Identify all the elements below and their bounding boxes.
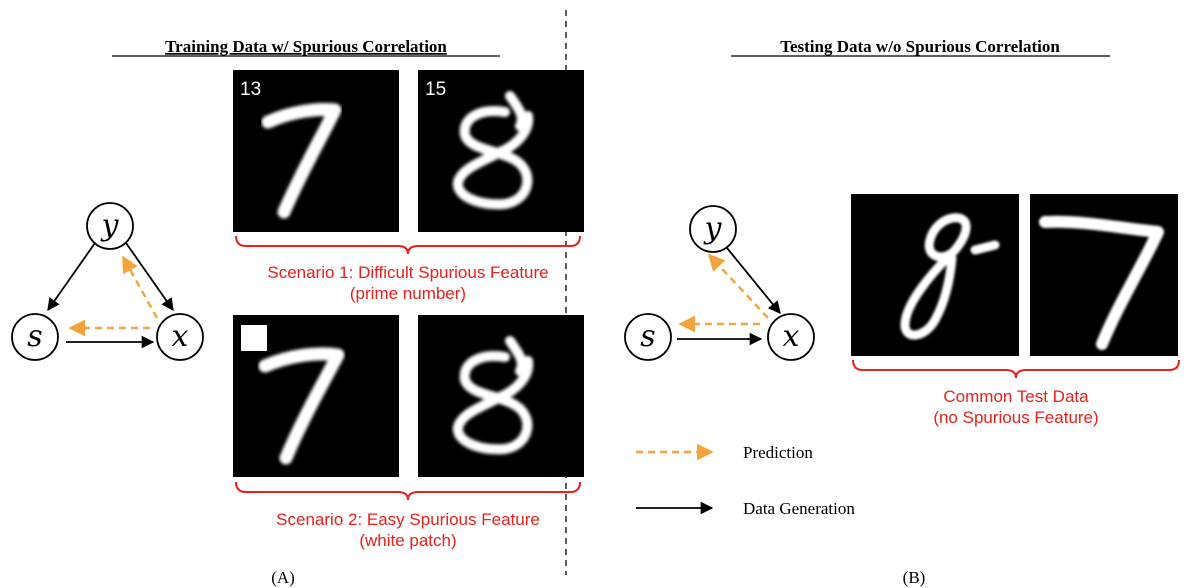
- scenario1-caption-line1: Scenario 1: Difficult Spurious Feature: [267, 263, 548, 282]
- test-caption-line1: Common Test Data: [943, 387, 1089, 406]
- scenario2-caption-line2: (white patch): [359, 531, 456, 550]
- scenario1-image-eight: 15: [418, 70, 584, 232]
- node-s-b: [624, 313, 672, 361]
- scenario1-image-seven: 13: [233, 70, 399, 232]
- edge-y-to-x: [125, 242, 174, 312]
- test-image-eight: [851, 194, 1019, 356]
- panel-b-heading: Testing Data w/o Spurious Correlation: [780, 37, 1060, 56]
- legend-prediction-label: Prediction: [743, 443, 813, 462]
- panel-b-label: (B): [903, 568, 926, 587]
- scenario2-caption-line1: Scenario 2: Easy Spurious Feature: [276, 510, 540, 529]
- prediction-x-to-y-b: [707, 253, 769, 319]
- scenario2-image-seven: [233, 315, 399, 477]
- causal-graph-b: y s x: [624, 205, 815, 361]
- node-y-label: y: [100, 208, 120, 243]
- causal-graph-a: y s x: [11, 202, 204, 361]
- legend: Prediction Data Generation: [636, 443, 855, 518]
- test-caption-line2: (no Spurious Feature): [933, 408, 1098, 427]
- scenario1-number-13: 13: [240, 79, 261, 100]
- node-s-label: s: [27, 319, 42, 354]
- panel-a-label: (A): [271, 568, 295, 587]
- test-brace: [852, 359, 1180, 379]
- node-s: [11, 313, 59, 361]
- scenario1-caption-line2: (prime number): [350, 284, 466, 303]
- node-y-b: [689, 205, 737, 253]
- prediction-x-to-y: [121, 255, 159, 319]
- scenario1-number-15: 15: [425, 79, 446, 100]
- scenario2-brace: [235, 481, 581, 501]
- node-x: [156, 313, 204, 361]
- scenario1-brace: [235, 235, 581, 255]
- scenario2-image-eight: [418, 315, 584, 477]
- edge-y-to-s: [47, 242, 96, 312]
- node-x-b-label: x: [783, 319, 800, 354]
- edge-y-to-x-b: [726, 247, 781, 314]
- panel-a-heading: Training Data w/ Spurious Correlation: [165, 37, 447, 56]
- node-y: [86, 202, 134, 250]
- legend-generation-label: Data Generation: [743, 499, 855, 518]
- test-image-seven: [1030, 194, 1178, 356]
- node-x-b: [767, 313, 815, 361]
- node-x-label: x: [172, 319, 189, 354]
- node-y-b-label: y: [703, 211, 723, 246]
- white-patch: [241, 325, 267, 351]
- node-s-b-label: s: [640, 319, 655, 354]
